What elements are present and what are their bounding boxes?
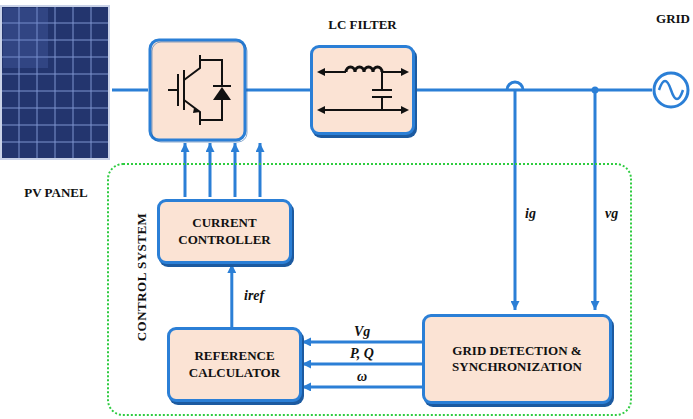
bottom-wire xyxy=(323,109,403,111)
junction-dot xyxy=(592,87,599,94)
process-box: GRID DETECTION & SYNCHRONIZATION xyxy=(422,314,612,404)
ac-wire xyxy=(245,89,310,92)
inverter-box xyxy=(150,40,245,140)
inductor-coil xyxy=(346,67,382,72)
current-sense-wire xyxy=(514,90,517,310)
gate-signal xyxy=(234,143,237,197)
panel-frame xyxy=(1,6,109,159)
collector-lead xyxy=(184,55,200,80)
base-bar xyxy=(183,70,185,110)
pv-panel: PV PANEL xyxy=(0,5,112,210)
diode-lead-top xyxy=(200,60,222,86)
arrow-heads xyxy=(317,68,409,114)
lc-arrows xyxy=(317,68,409,114)
cell-grid xyxy=(2,7,108,158)
gate-signal xyxy=(259,143,262,197)
panel-sheen xyxy=(3,8,48,68)
measurement-wires xyxy=(507,82,595,310)
box-label: REFERENCE CALCULATOR xyxy=(178,348,291,381)
filter-heading: LC FILTER xyxy=(313,17,412,33)
connector xyxy=(302,363,422,366)
signal-label: ig xyxy=(523,206,538,221)
diode-lead-bottom xyxy=(200,100,222,120)
signal-label: ω xyxy=(355,369,369,384)
signal-label: Vg xyxy=(352,324,372,339)
connector xyxy=(302,340,422,343)
dc-wire xyxy=(112,89,148,92)
grid-source: GRID xyxy=(652,5,693,115)
emitter-lead xyxy=(184,100,200,125)
connector xyxy=(230,264,233,327)
filter-box: LC FILTER xyxy=(310,45,415,135)
capacitor xyxy=(372,72,392,110)
source-circle xyxy=(654,73,688,107)
gate-bar xyxy=(177,74,179,106)
region-title: CONTROL SYSTEM xyxy=(134,213,150,342)
control-region: CONTROL SYSTEM CURRENT CONTROLLER REFERENC… xyxy=(107,163,632,416)
signal-label: iref xyxy=(242,288,266,303)
lc-symbol xyxy=(313,48,412,132)
igbt-symbol xyxy=(168,55,231,125)
inverter-shadow xyxy=(152,42,247,142)
inverter-symbol xyxy=(150,40,247,142)
diode-triangle xyxy=(213,87,231,100)
box-label: GRID DETECTION & SYNCHRONIZATION xyxy=(433,343,601,376)
voltage-sense-wire xyxy=(594,90,597,310)
connector xyxy=(302,385,422,388)
sine-wave xyxy=(659,81,683,99)
current-sensor-hop xyxy=(507,82,523,90)
gate-signal xyxy=(184,143,187,197)
grid-label: GRID xyxy=(656,11,690,27)
emitter-arrow xyxy=(193,108,200,113)
pv-panel-art xyxy=(0,5,110,160)
diode-bar xyxy=(213,85,231,87)
connector xyxy=(415,89,652,92)
box-label: CURRENT CONTROLLER xyxy=(168,215,281,248)
process-box: CURRENT CONTROLLER xyxy=(157,199,292,264)
panel-label: PV PANEL xyxy=(0,185,112,201)
signal-label: P, Q xyxy=(348,346,376,361)
gate-signals xyxy=(185,143,260,197)
gate-lead xyxy=(168,89,178,91)
gate-signal xyxy=(209,143,212,197)
panel-cells xyxy=(2,7,108,158)
signal-label: vg xyxy=(603,206,620,221)
process-box: REFERENCE CALCULATOR xyxy=(167,327,302,402)
lc-wires xyxy=(323,67,403,110)
